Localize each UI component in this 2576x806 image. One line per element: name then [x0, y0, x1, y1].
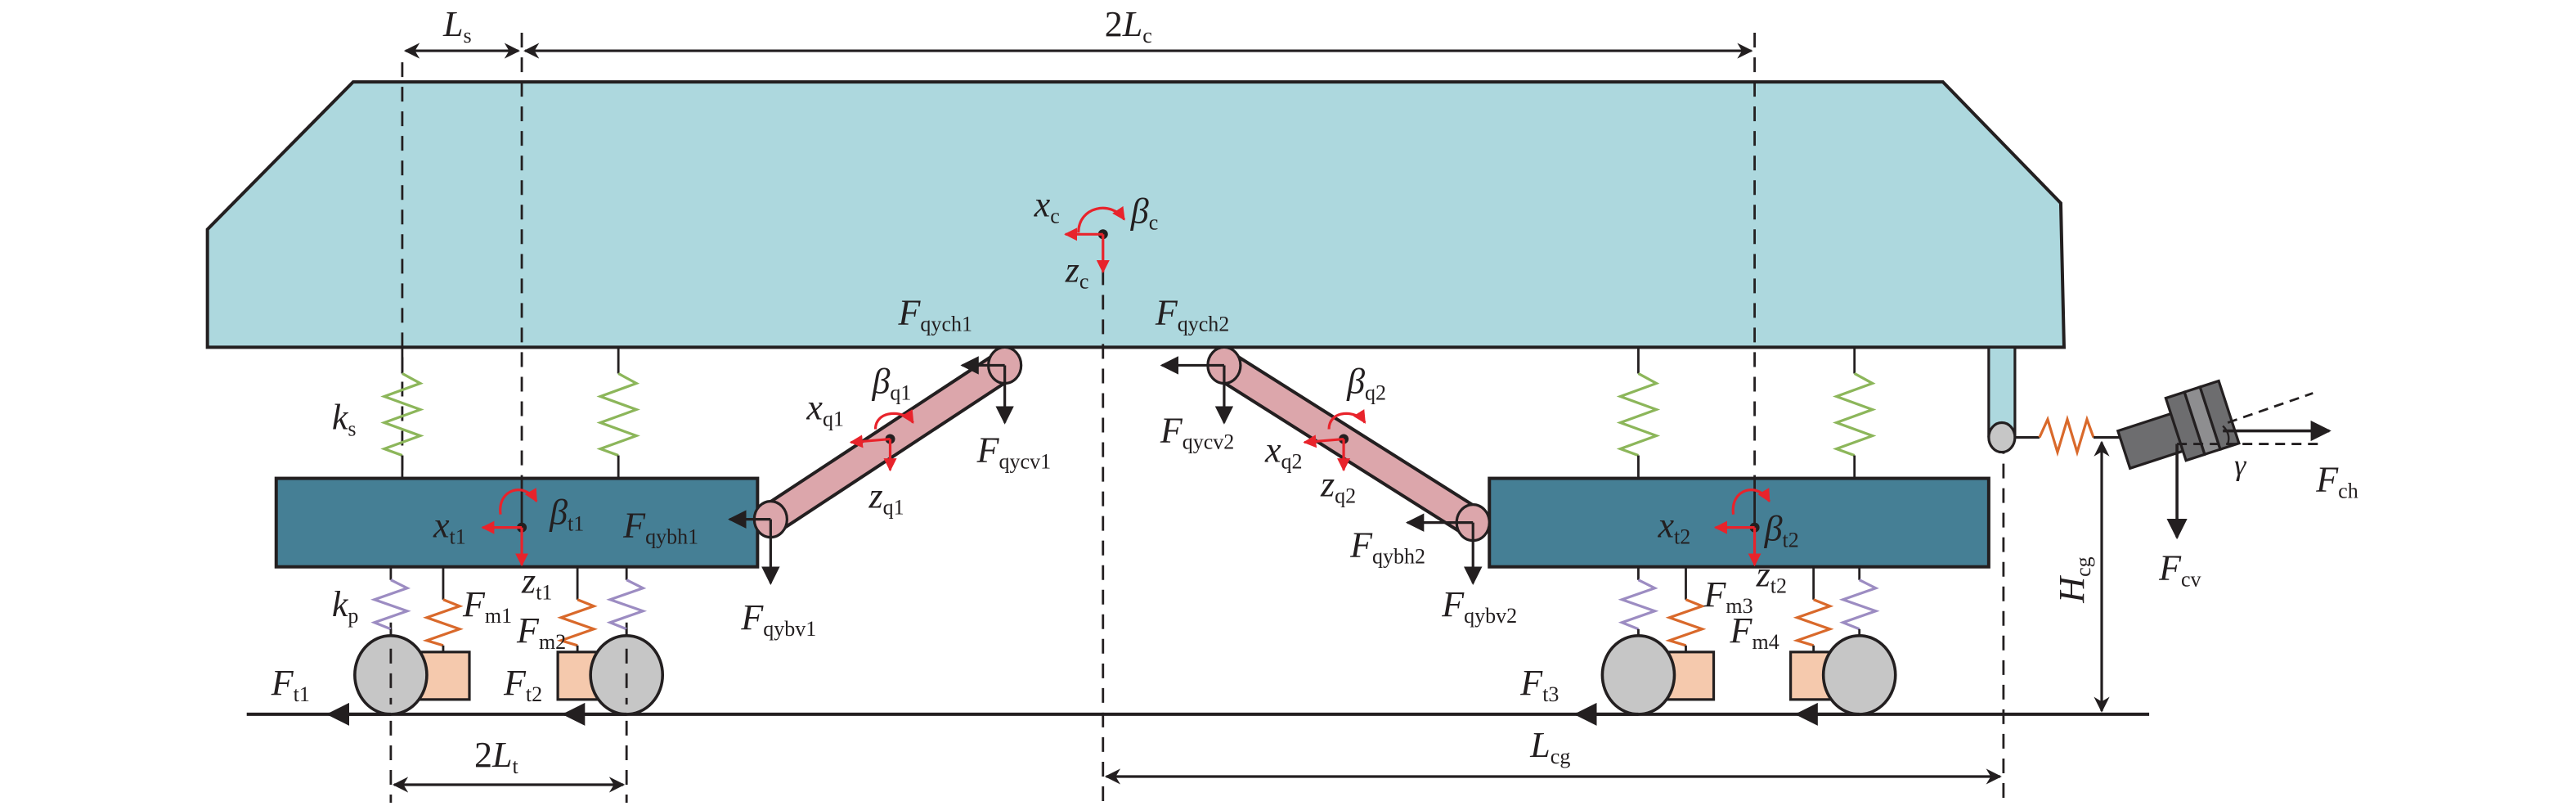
secondary-spring-4 [1832, 347, 1877, 479]
lc-label: 2Lc [1105, 4, 1152, 47]
fm2-label: Fm2 [516, 610, 566, 654]
xt1-label: xt1 [433, 506, 466, 549]
fqybv1-label: Fqybv1 [740, 597, 816, 641]
ft2-label: Ft2 [503, 663, 542, 706]
motor-spring-3 [1665, 566, 1707, 652]
gamma-arc [2222, 425, 2230, 444]
secondary-spring-1 [380, 347, 424, 479]
wheel-3 [1600, 633, 1676, 716]
ks-label: ks [332, 398, 357, 441]
betaq1-label: βq1 [871, 361, 911, 404]
car-body-dof: xc βc zc [1034, 184, 1159, 293]
kp-label: kp [332, 584, 359, 628]
zc-label: zc [1065, 250, 1089, 293]
rod2-dof [1303, 409, 1367, 472]
fqycv1-label: Fqycv1 [976, 430, 1052, 474]
secondary-spring-3 [1616, 347, 1661, 479]
primary-spring-1 [370, 566, 411, 642]
gamma-label: γ [2234, 449, 2246, 482]
fqycv2-label: Fqycv2 [1160, 411, 1235, 454]
wheel-4 [1821, 633, 1897, 716]
traction-rod-2 [1206, 345, 1491, 543]
bogie1-dof: xt1 βt1 zt1 [433, 488, 584, 605]
xt2-label: xt2 [1657, 506, 1690, 549]
fcv-label: Fcv [2158, 548, 2201, 592]
betat1-label: βt1 [549, 493, 584, 536]
fqybh2-label: Fqybh2 [1349, 525, 1425, 569]
motor-spring-1 [422, 566, 464, 652]
bogie-frame-2 [1488, 476, 1990, 569]
lcg-label: Lcg [1529, 725, 1570, 768]
lt-label: 2Lt [474, 735, 519, 778]
motor-spring-4 [1793, 566, 1834, 652]
fqybv2-label: Fqybv2 [1441, 584, 1517, 628]
fqych2-label: Fqych2 [1155, 292, 1230, 335]
coupler-spring [2038, 414, 2095, 457]
zt1-label: zt1 [521, 561, 552, 605]
zq1-label: zq1 [868, 476, 904, 520]
fch-label: Fch [2315, 460, 2358, 503]
bogie2-dof: xt2 βt2 zt2 [1657, 488, 1799, 598]
xq2-label: xq2 [1264, 430, 1303, 474]
car-body [205, 80, 2067, 349]
fm1-label: Fm1 [462, 584, 512, 628]
fm4-label: Fm4 [1730, 610, 1779, 654]
xc-label: xc [1034, 184, 1060, 227]
coupler-pivot [1987, 421, 2017, 454]
primary-spring-2 [606, 566, 648, 642]
coupler-axis-dashed [2227, 392, 2313, 424]
ls-label: Ls [442, 4, 472, 47]
zt2-label: zt2 [1756, 555, 1787, 598]
betat2-label: βt2 [1764, 509, 1799, 552]
betac-label: βc [1130, 191, 1159, 234]
rod1-dof [849, 409, 914, 472]
ft3-label: Ft3 [1519, 663, 1559, 706]
xq1-label: xq1 [806, 388, 844, 431]
bogie-frame-1 [274, 476, 760, 569]
primary-spring-3 [1618, 566, 1659, 642]
hcg-label: Hcg [2052, 556, 2095, 603]
secondary-spring-2 [596, 347, 640, 479]
fqych1-label: Fqych1 [898, 292, 973, 335]
fm3-label: Fm3 [1703, 574, 1753, 618]
fqybh1-label: Fqybh1 [622, 506, 698, 549]
primary-spring-4 [1838, 566, 1880, 642]
zq2-label: zq2 [1320, 465, 1356, 508]
ft1-label: Ft1 [271, 663, 310, 706]
betaq2-label: βq2 [1346, 361, 1386, 404]
